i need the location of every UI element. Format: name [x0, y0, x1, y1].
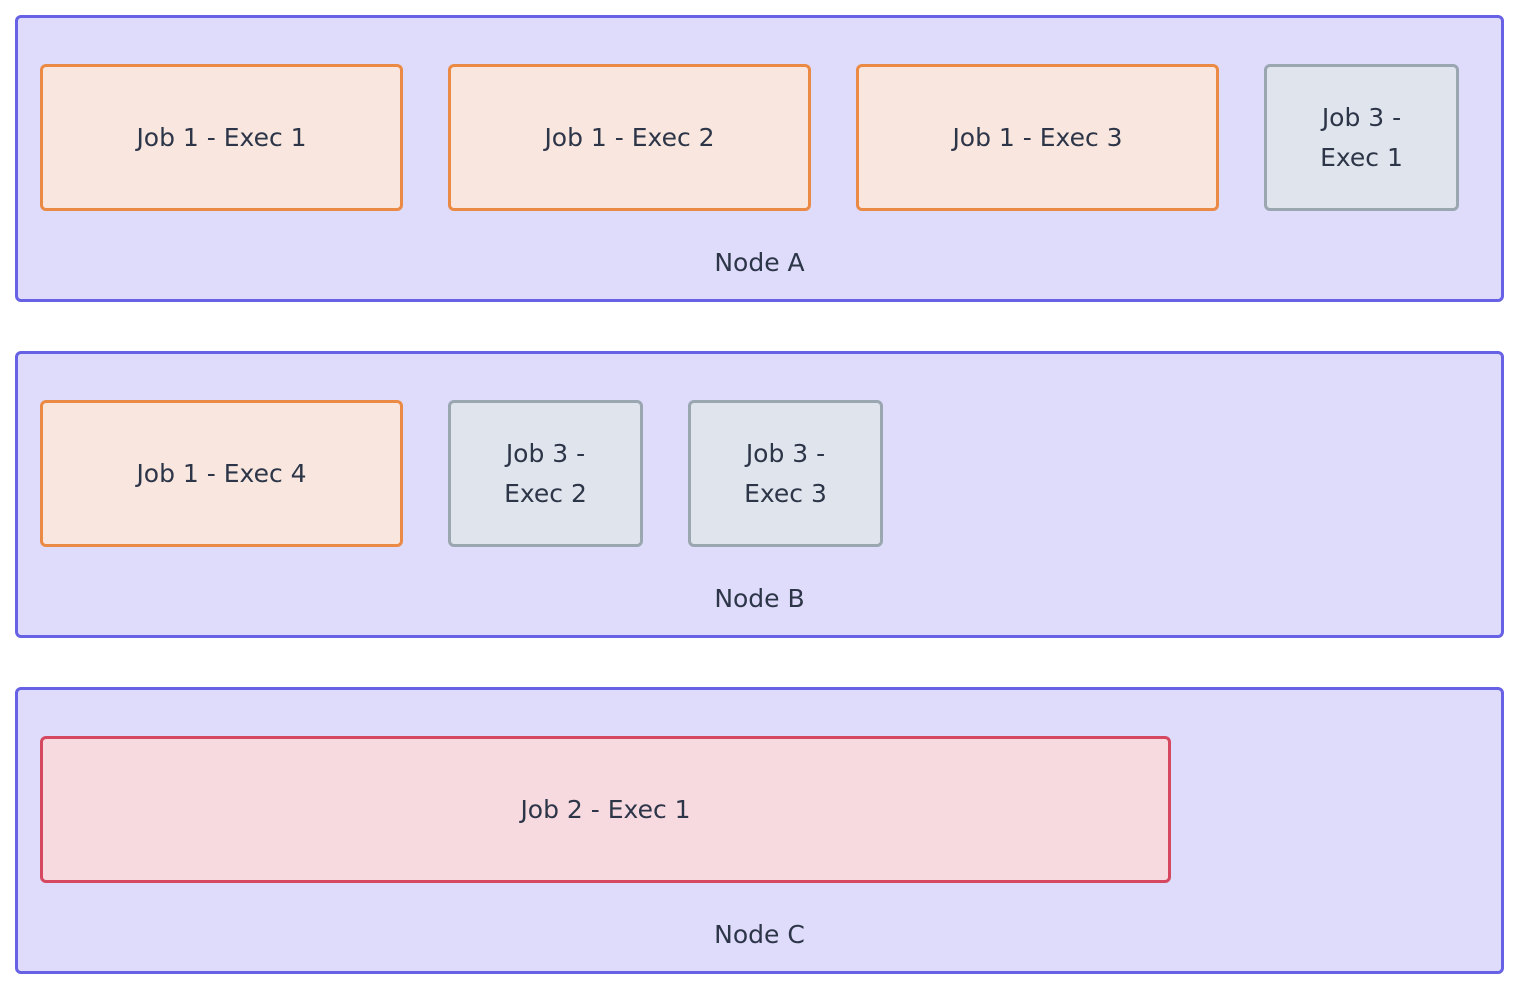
executor-job1-exec3: Job 1 - Exec 3: [856, 64, 1219, 211]
executor-job1-exec4: Job 1 - Exec 4: [40, 400, 403, 547]
executor-job1-exec2: Job 1 - Exec 2: [448, 64, 811, 211]
executor-job1-exec1: Job 1 - Exec 1: [40, 64, 403, 211]
executor-label: Job 3 - Exec 2: [504, 438, 587, 508]
node-label: Node B: [714, 584, 805, 613]
executor-job3-exec1: Job 3 - Exec 1: [1264, 64, 1459, 211]
node-a-box: Job 1 - Exec 1 Job 1 - Exec 2 Job 1 - Ex…: [15, 15, 1504, 302]
executor-label: Job 3 - Exec 3: [744, 438, 827, 508]
executor-job3-exec3: Job 3 - Exec 3: [688, 400, 883, 547]
executor-job2-exec1: Job 2 - Exec 1: [40, 736, 1171, 883]
executor-label: Job 2 - Exec 1: [520, 794, 691, 824]
node-label: Node A: [714, 248, 805, 277]
node-label: Node C: [714, 920, 805, 949]
executor-label: Job 3 - Exec 1: [1320, 102, 1403, 172]
executor-label: Job 1 - Exec 2: [544, 122, 715, 152]
executor-label: Job 1 - Exec 1: [136, 122, 307, 152]
executor-label: Job 1 - Exec 3: [952, 122, 1123, 152]
executor-job3-exec2: Job 3 - Exec 2: [448, 400, 643, 547]
node-c-box: Job 2 - Exec 1 Node C: [15, 687, 1504, 974]
node-b-box: Job 1 - Exec 4 Job 3 - Exec 2 Job 3 - Ex…: [15, 351, 1504, 638]
executor-label: Job 1 - Exec 4: [136, 458, 307, 488]
